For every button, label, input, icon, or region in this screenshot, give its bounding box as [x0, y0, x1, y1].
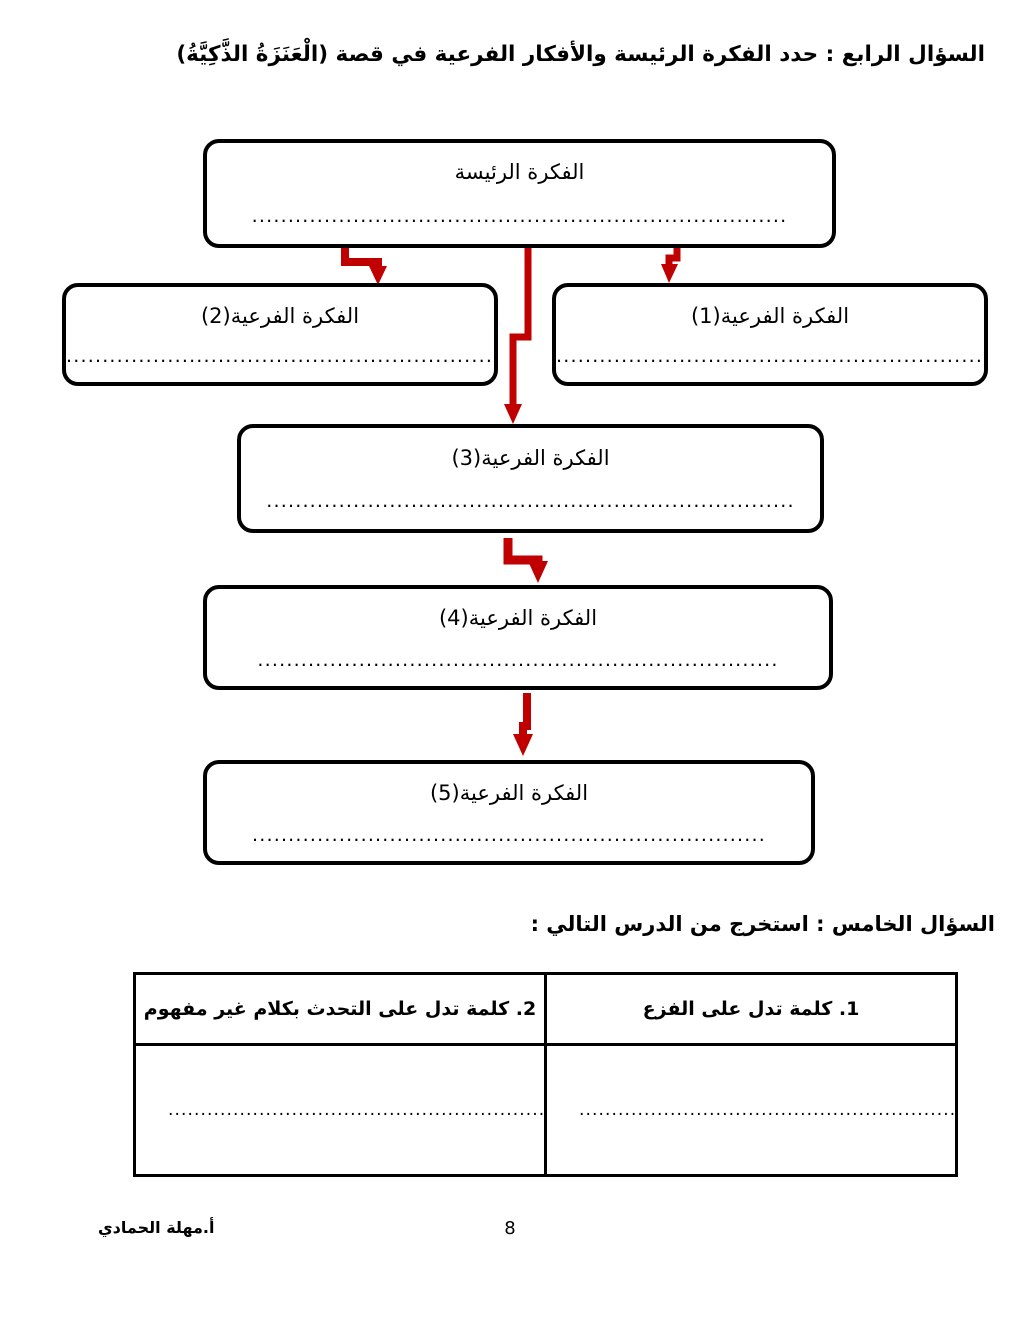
arrow-main-to-sub3 — [504, 248, 532, 424]
table-answer-row: ........................................… — [133, 1043, 958, 1177]
sub-idea-4-label: الفكرة الفرعية(4) — [438, 606, 598, 630]
table-answer-cell-1[interactable]: ........................................… — [544, 1043, 958, 1177]
sub-idea-1-box[interactable]: الفكرة الفرعية(1) ......................… — [552, 283, 988, 386]
sub-idea-5-answer-line[interactable]: ........................................… — [251, 824, 766, 846]
answer-line-1[interactable]: ........................................… — [579, 1100, 955, 1120]
arrow-main-to-sub2 — [341, 248, 387, 285]
table-header-row: 1. كلمة تدل على الفزع 2. كلمة تدل على ال… — [133, 972, 958, 1046]
table-header-cell-2: 2. كلمة تدل على التحدث بكلام غير مفهوم — [133, 972, 547, 1046]
arrow-sub4-to-sub5 — [513, 693, 533, 756]
sub-idea-5-label: الفكرة الفرعية(5) — [429, 781, 589, 805]
arrow-sub3-to-sub4 — [503, 538, 548, 583]
sub-idea-3-box[interactable]: الفكرة الفرعية(3) ......................… — [237, 424, 824, 533]
main-idea-label: الفكرة الرئيسة — [454, 160, 585, 184]
footer-page-number: 8 — [504, 1218, 516, 1239]
arrow-main-to-sub1 — [661, 248, 681, 283]
sub-idea-5-box[interactable]: الفكرة الفرعية(5) ......................… — [203, 760, 815, 865]
sub-idea-4-answer-line[interactable]: ........................................… — [257, 649, 779, 671]
vocabulary-table: 1. كلمة تدل على الفزع 2. كلمة تدل على ال… — [133, 972, 958, 1177]
question-5-heading: السؤال الخامس : استخرج من الدرس التالي : — [530, 912, 995, 936]
table-answer-cell-2[interactable]: ........................................… — [133, 1043, 547, 1177]
sub-idea-3-label: الفكرة الفرعية(3) — [451, 446, 610, 470]
sub-idea-4-box[interactable]: الفكرة الفرعية(4) ......................… — [203, 585, 833, 690]
footer-author: أ.مهلة الحمادي — [98, 1218, 215, 1237]
sub-idea-2-box[interactable]: الفكرة الفرعية(2) ......................… — [62, 283, 498, 386]
sub-idea-2-answer-line[interactable]: ........................................… — [66, 345, 494, 367]
main-idea-answer-line[interactable]: ........................................… — [251, 205, 788, 227]
sub-idea-3-answer-line[interactable]: ........................................… — [266, 490, 795, 512]
sub-idea-2-label: الفكرة الفرعية(2) — [200, 304, 360, 328]
table-header-cell-1: 1. كلمة تدل على الفزع — [544, 972, 958, 1046]
answer-line-2[interactable]: ........................................… — [168, 1100, 544, 1120]
main-idea-box[interactable]: الفكرة الرئيسة .........................… — [203, 139, 836, 248]
sub-idea-1-answer-line[interactable]: ........................................… — [556, 345, 984, 367]
sub-idea-1-label: الفكرة الفرعية(1) — [690, 304, 850, 328]
question-4-heading: السؤال الرابع : حدد الفكرة الرئيسة والأف… — [176, 42, 985, 67]
